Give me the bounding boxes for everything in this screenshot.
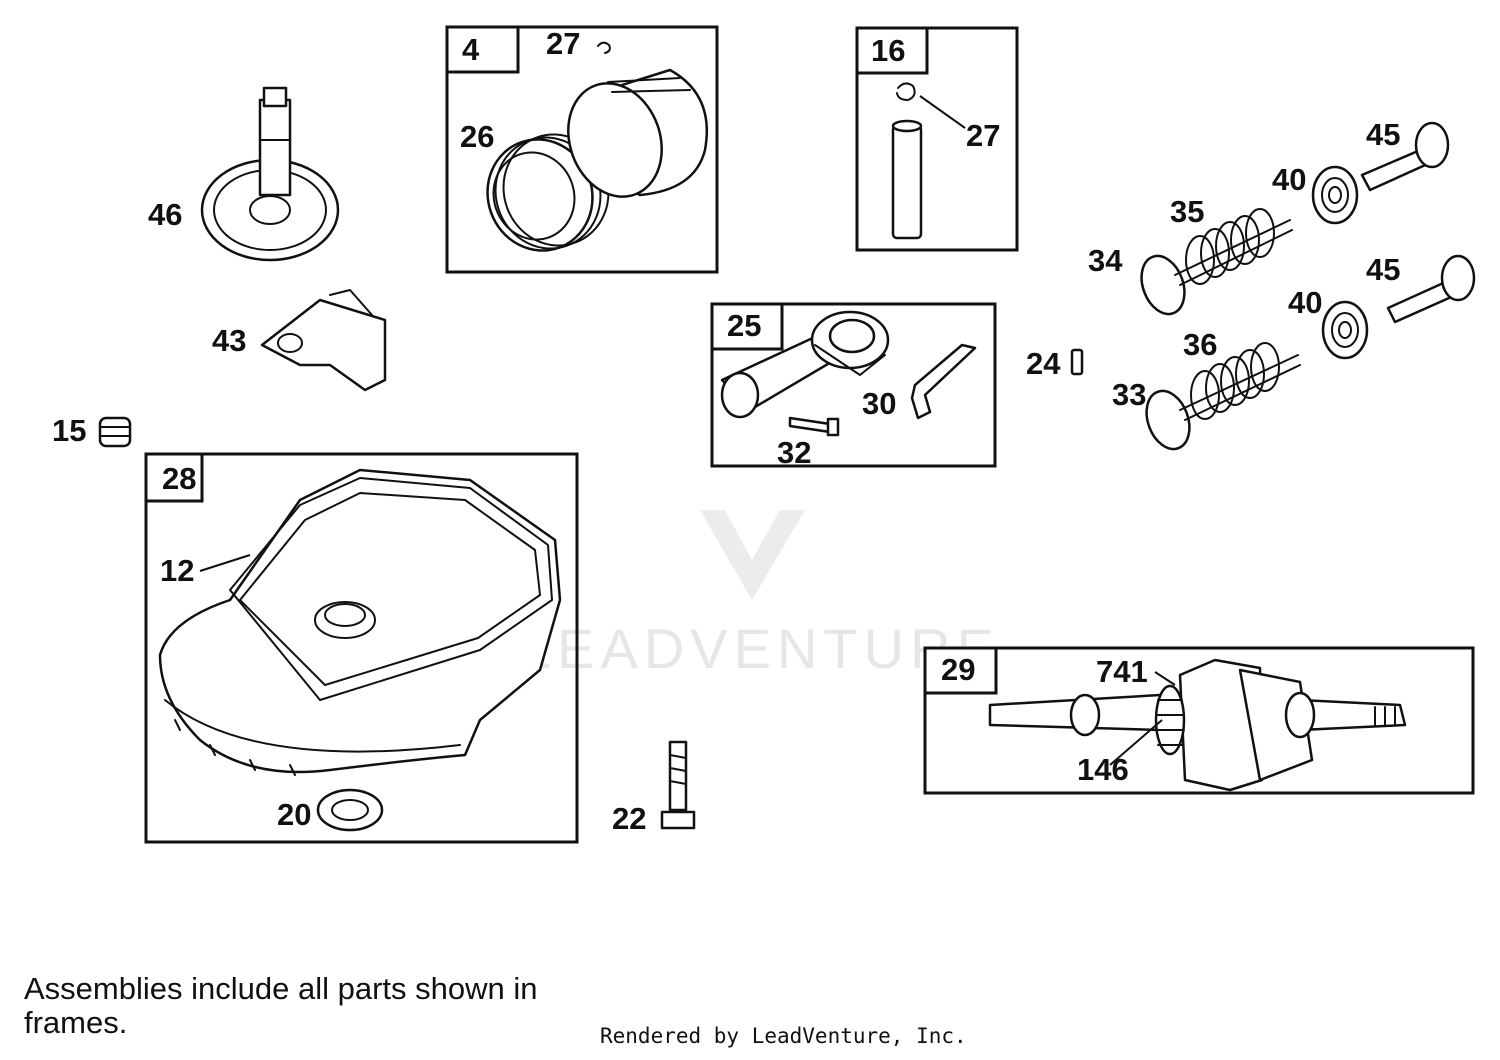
oil-seal[interactable]: [316, 788, 384, 832]
assembly-frame-4[interactable]: 28: [144, 452, 579, 844]
callout-labels: 27 26 27 45 40 35 34 45 40 36 24 33 46 4…: [52, 26, 1400, 836]
callout-40a: 40: [1272, 162, 1306, 197]
callout-12: 12: [160, 553, 194, 588]
callout-15: 15: [52, 413, 86, 448]
leader-lines: [199, 554, 1176, 766]
valve-key[interactable]: [1070, 348, 1084, 376]
plug-15[interactable]: [98, 416, 132, 448]
crankcase-sump[interactable]: [158, 468, 562, 776]
crankshaft-gear[interactable]: [1154, 684, 1186, 756]
bolt-22[interactable]: [660, 740, 696, 830]
assembly-tag-16: 29: [941, 652, 975, 687]
callout-27a: 27: [546, 26, 580, 61]
assembly-frame-25[interactable]: 4: [445, 25, 719, 274]
assembly-tag-4: 28: [162, 461, 196, 496]
callout-33: 33: [1112, 377, 1146, 412]
callout-24: 24: [1026, 346, 1061, 381]
callout-32: 32: [777, 435, 811, 470]
valve-retainer-upper[interactable]: [1311, 165, 1359, 225]
assembly-tag-28: 16: [871, 33, 905, 68]
intake-valve[interactable]: [1139, 354, 1301, 455]
watermark: LEADVENTURE: [520, 510, 1000, 680]
assembly-frame-16[interactable]: 29: [923, 646, 1475, 795]
callout-36: 36: [1183, 327, 1217, 362]
intake-valve-spring[interactable]: [1190, 342, 1280, 420]
callout-741: 741: [1096, 654, 1148, 689]
piston[interactable]: [553, 68, 709, 210]
callout-30: 30: [862, 386, 896, 421]
callout-43: 43: [212, 323, 246, 358]
watermark-text: LEADVENTURE: [520, 617, 1000, 680]
assembly-frame-28[interactable]: 16: [855, 26, 1019, 252]
piston-pin-clip-25[interactable]: [597, 41, 611, 54]
valve-retainer-lower[interactable]: [1321, 300, 1369, 360]
callout-27b: 27: [966, 118, 1000, 153]
camshaft-gear[interactable]: [200, 86, 340, 262]
callout-146: 146: [1077, 752, 1129, 787]
piston-pin-clip[interactable]: [896, 82, 966, 129]
governor-assembly[interactable]: [260, 289, 387, 392]
exhaust-valve-spring[interactable]: [1185, 208, 1275, 285]
rendered-by-credit: Rendered by LeadVenture, Inc.: [600, 1024, 967, 1048]
crankshaft[interactable]: [988, 658, 1407, 792]
piston-ring-set[interactable]: [472, 120, 624, 266]
callout-40b: 40: [1288, 285, 1322, 320]
connecting-rod[interactable]: [720, 310, 890, 419]
tappet-upper[interactable]: [1360, 121, 1450, 192]
callout-46: 46: [148, 197, 182, 232]
rod-bolt[interactable]: [788, 416, 840, 437]
callout-35: 35: [1170, 194, 1204, 229]
oil-dipper[interactable]: [910, 343, 977, 420]
callout-45b: 45: [1366, 252, 1400, 287]
callout-26: 26: [460, 119, 494, 154]
callout-22: 22: [612, 801, 646, 836]
callout-20: 20: [277, 797, 311, 832]
assembly-note: Assemblies include all parts shown in fr…: [24, 971, 538, 1040]
piston-pin[interactable]: [891, 119, 923, 240]
assembly-tag-29: 25: [727, 308, 761, 343]
callout-34: 34: [1088, 243, 1123, 278]
tappet-lower[interactable]: [1386, 254, 1476, 324]
assembly-frame-29[interactable]: 25: [710, 302, 997, 468]
callout-45a: 45: [1366, 117, 1400, 152]
assembly-tag-25: 4: [462, 32, 480, 67]
